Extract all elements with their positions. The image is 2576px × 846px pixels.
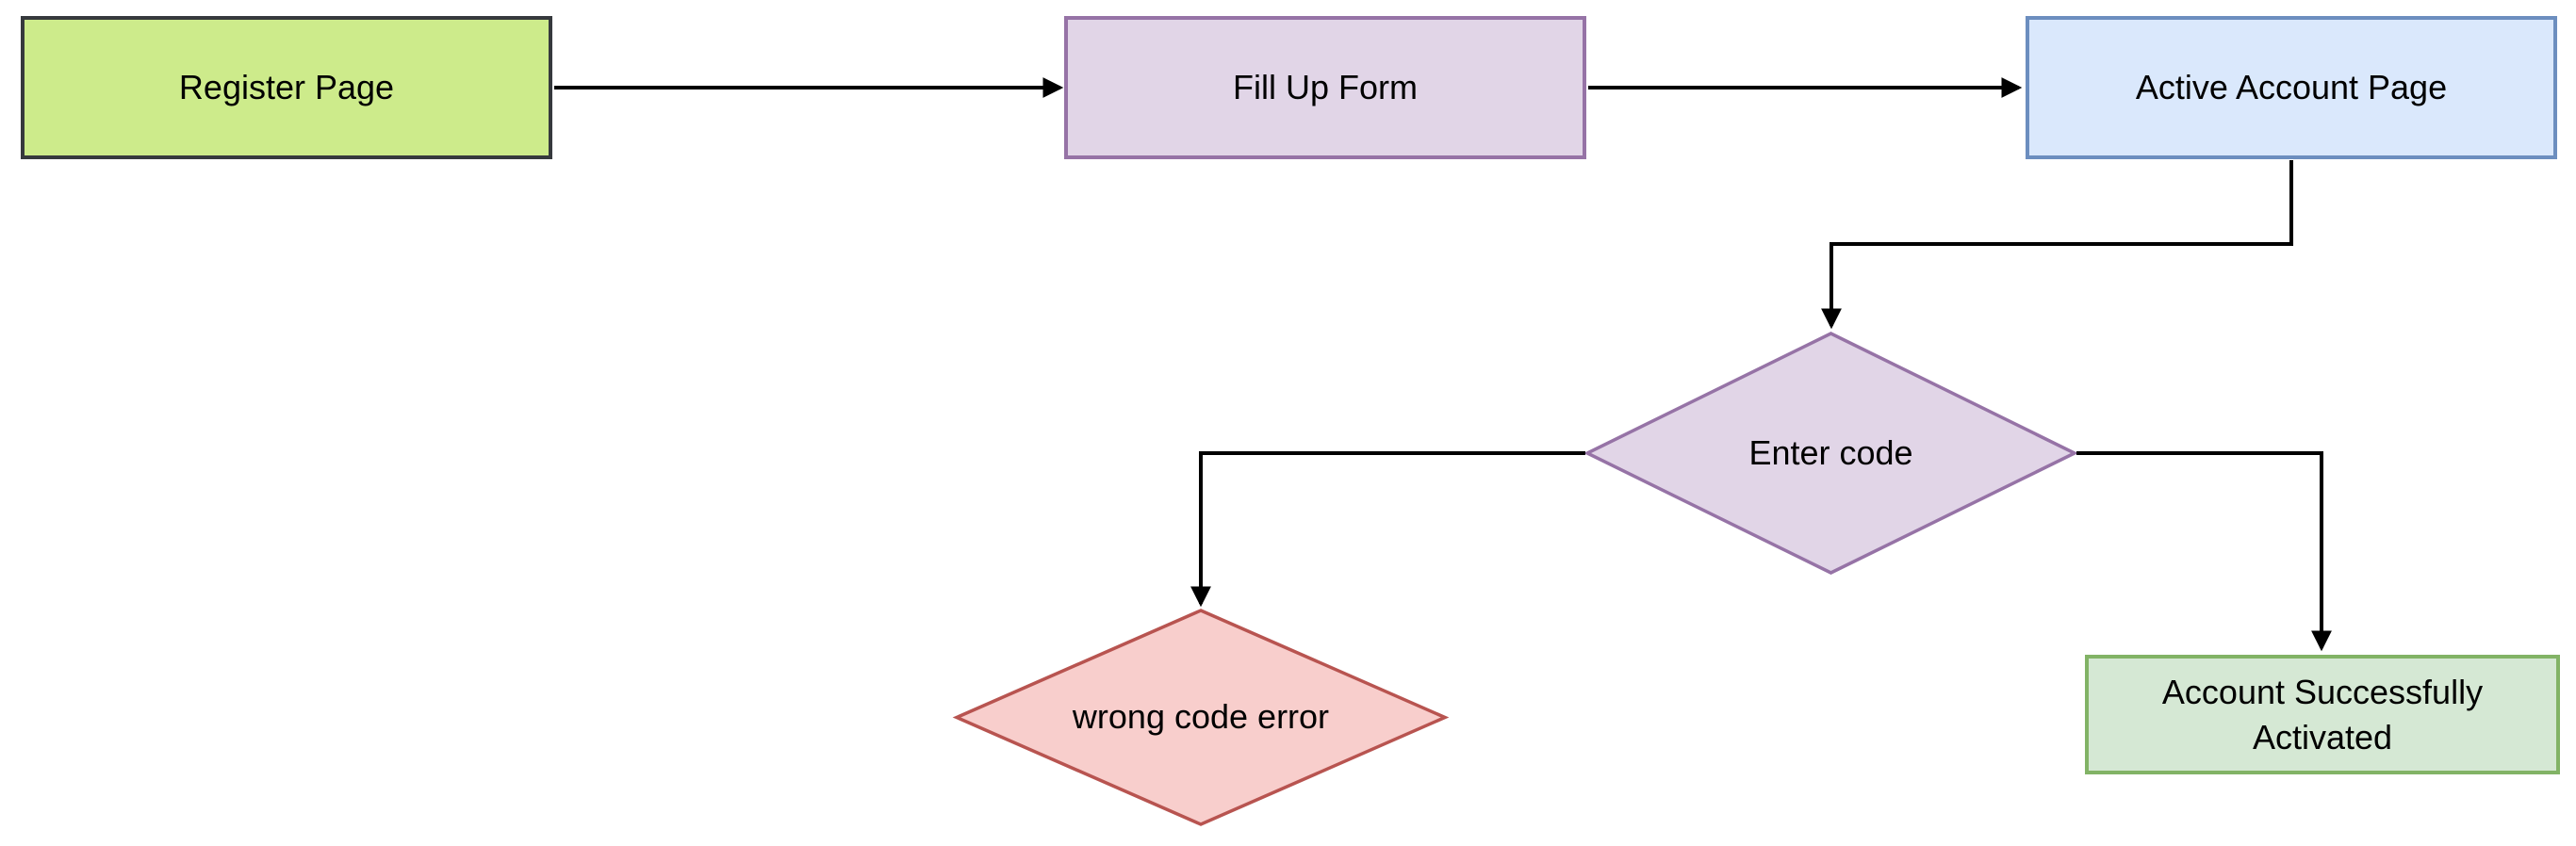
node-active-account-page-label: Active Account Page — [2135, 68, 2448, 107]
node-account-activated[interactable]: Account Successfully Activated — [2085, 655, 2560, 774]
node-fill-up-form[interactable]: Fill Up Form — [1064, 16, 1586, 159]
node-register-page[interactable]: Register Page — [21, 16, 552, 159]
edge-entercode-to-activated[interactable] — [2076, 451, 2332, 652]
node-wrong-code-error-shape[interactable] — [952, 609, 1450, 826]
node-enter-code-shape[interactable] — [1583, 332, 2078, 575]
edge-entercode-to-wrongcode[interactable] — [1190, 451, 1585, 608]
edge-activeaccount-to-entercode[interactable] — [1821, 160, 2293, 330]
node-account-activated-label: Account Successfully Activated — [2161, 672, 2484, 757]
node-active-account-page[interactable]: Active Account Page — [2026, 16, 2557, 159]
node-register-page-label: Register Page — [178, 68, 395, 107]
node-fill-up-form-label: Fill Up Form — [1233, 68, 1418, 107]
